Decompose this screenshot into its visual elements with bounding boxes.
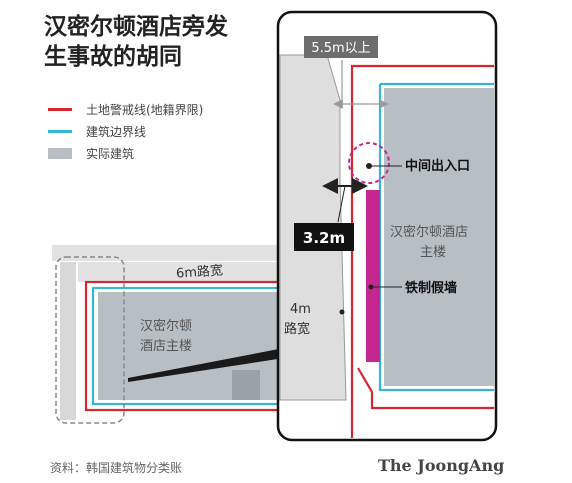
top-strip bbox=[52, 245, 284, 261]
hotel-left-label-2: 酒店主楼 bbox=[140, 339, 192, 354]
narrow-leader bbox=[337, 185, 346, 223]
legend-blue-line-swatch bbox=[48, 129, 72, 133]
legend-actual-building: 实际建筑 bbox=[48, 143, 134, 163]
right-hotel-building bbox=[384, 88, 494, 386]
source-note: 资料：韩国建筑物分类账 bbox=[50, 461, 183, 475]
entrance-label: 中间出入口 bbox=[405, 158, 470, 174]
legend-building-line: 建筑边界线 bbox=[48, 121, 146, 141]
legend-gray-box-swatch bbox=[48, 147, 72, 159]
right-land-line-top bbox=[350, 64, 494, 438]
zoom-panel: 5.5m以上 3.2m 中间出入口 汉密尔顿酒店 主楼 铁制假墙 4m 路宽 bbox=[276, 10, 498, 442]
annex-building bbox=[232, 370, 260, 400]
hotel-left-label-1: 汉密尔顿 bbox=[140, 318, 192, 334]
road-4m-dot bbox=[339, 309, 345, 315]
entrance-circle bbox=[348, 142, 390, 184]
width-top-badge bbox=[304, 36, 378, 58]
road-4m-label-2: 路宽 bbox=[284, 321, 310, 337]
diagram-title: 汉密尔顿酒店旁发 生事故的胡同 bbox=[44, 12, 274, 72]
credit-logo: The JoongAng bbox=[378, 456, 505, 475]
road-4m-label-1: 4m bbox=[290, 302, 311, 317]
right-building-line bbox=[378, 84, 494, 392]
legend-land-line: 土地警戒线(地籍界限) bbox=[48, 99, 203, 119]
title-line-2: 生事故的胡同 bbox=[44, 44, 182, 70]
width-narrow-badge bbox=[294, 223, 354, 251]
road-6m-label: 6m路宽 bbox=[176, 262, 224, 281]
legend-red-line-swatch bbox=[48, 107, 72, 111]
title-line-1: 汉密尔顿酒店旁发 bbox=[44, 14, 228, 40]
legend-building-line-label: 建筑边界线 bbox=[86, 124, 147, 139]
iron-wall bbox=[366, 190, 380, 362]
hotel-main-label-1: 汉密尔顿酒店 bbox=[390, 224, 468, 240]
right-land-line-bottom bbox=[357, 367, 494, 410]
leader-wedge bbox=[128, 348, 284, 382]
road-6m bbox=[78, 262, 284, 282]
hotel-main-label-2: 主楼 bbox=[420, 245, 446, 260]
iron-wall-dot bbox=[368, 284, 374, 290]
selection-dashed-box bbox=[55, 256, 125, 424]
overview-map bbox=[52, 245, 286, 424]
width-top-label: 5.5m以上 bbox=[311, 41, 370, 56]
iron-wall-label: 铁制假墙 bbox=[404, 280, 457, 296]
legend-land-line-label: 土地警戒线(地籍界限) bbox=[86, 102, 204, 117]
legend-actual-building-label: 实际建筑 bbox=[86, 146, 135, 161]
left-building-strip bbox=[60, 262, 76, 420]
width-narrow-label: 3.2m bbox=[303, 229, 345, 247]
